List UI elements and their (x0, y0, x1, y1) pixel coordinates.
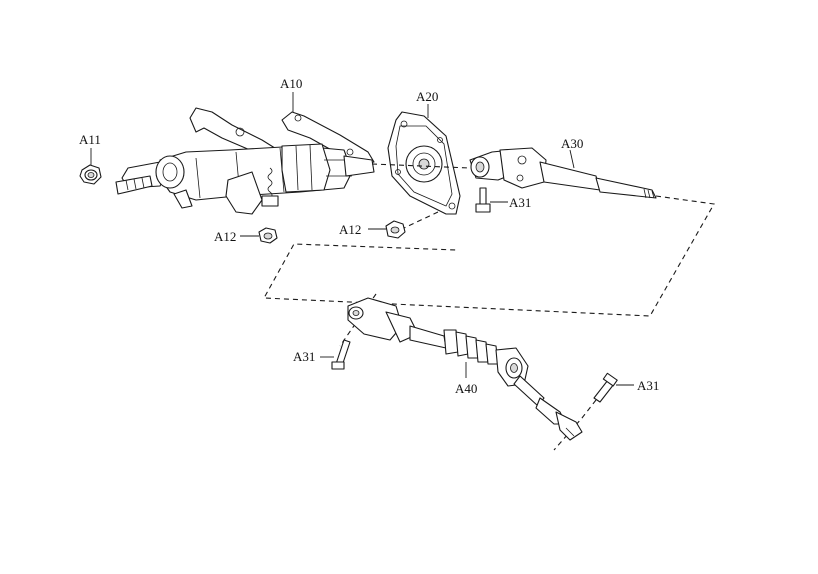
label-a31-left: A31 (293, 349, 315, 364)
callout-labels: A10 A11 A12 A20 A12 A30 A31 A31 A40 A31 (79, 76, 659, 396)
label-a40: A40 (455, 381, 477, 396)
part-a40-lower-shaft (347, 297, 583, 441)
part-a20-mounting-plate (387, 104, 461, 215)
part-a12-left-nut (240, 227, 278, 244)
part-a12-middle-nut (368, 220, 406, 239)
part-a11-nut (79, 148, 102, 185)
label-a20: A20 (416, 89, 438, 104)
label-a10: A10 (280, 76, 302, 91)
part-a31-top-bolt (475, 187, 508, 213)
label-a31-top: A31 (509, 195, 531, 210)
label-a12-left: A12 (214, 229, 236, 244)
part-a30-intermediate-shaft (469, 147, 657, 199)
part-a31-left-bolt (320, 339, 351, 370)
label-a31-right: A31 (637, 378, 659, 393)
part-a31-right-bolt (593, 372, 634, 403)
label-a11: A11 (79, 132, 101, 147)
label-a30: A30 (561, 136, 583, 151)
part-a10-steering-column (115, 92, 375, 215)
label-a12-middle: A12 (339, 222, 361, 237)
